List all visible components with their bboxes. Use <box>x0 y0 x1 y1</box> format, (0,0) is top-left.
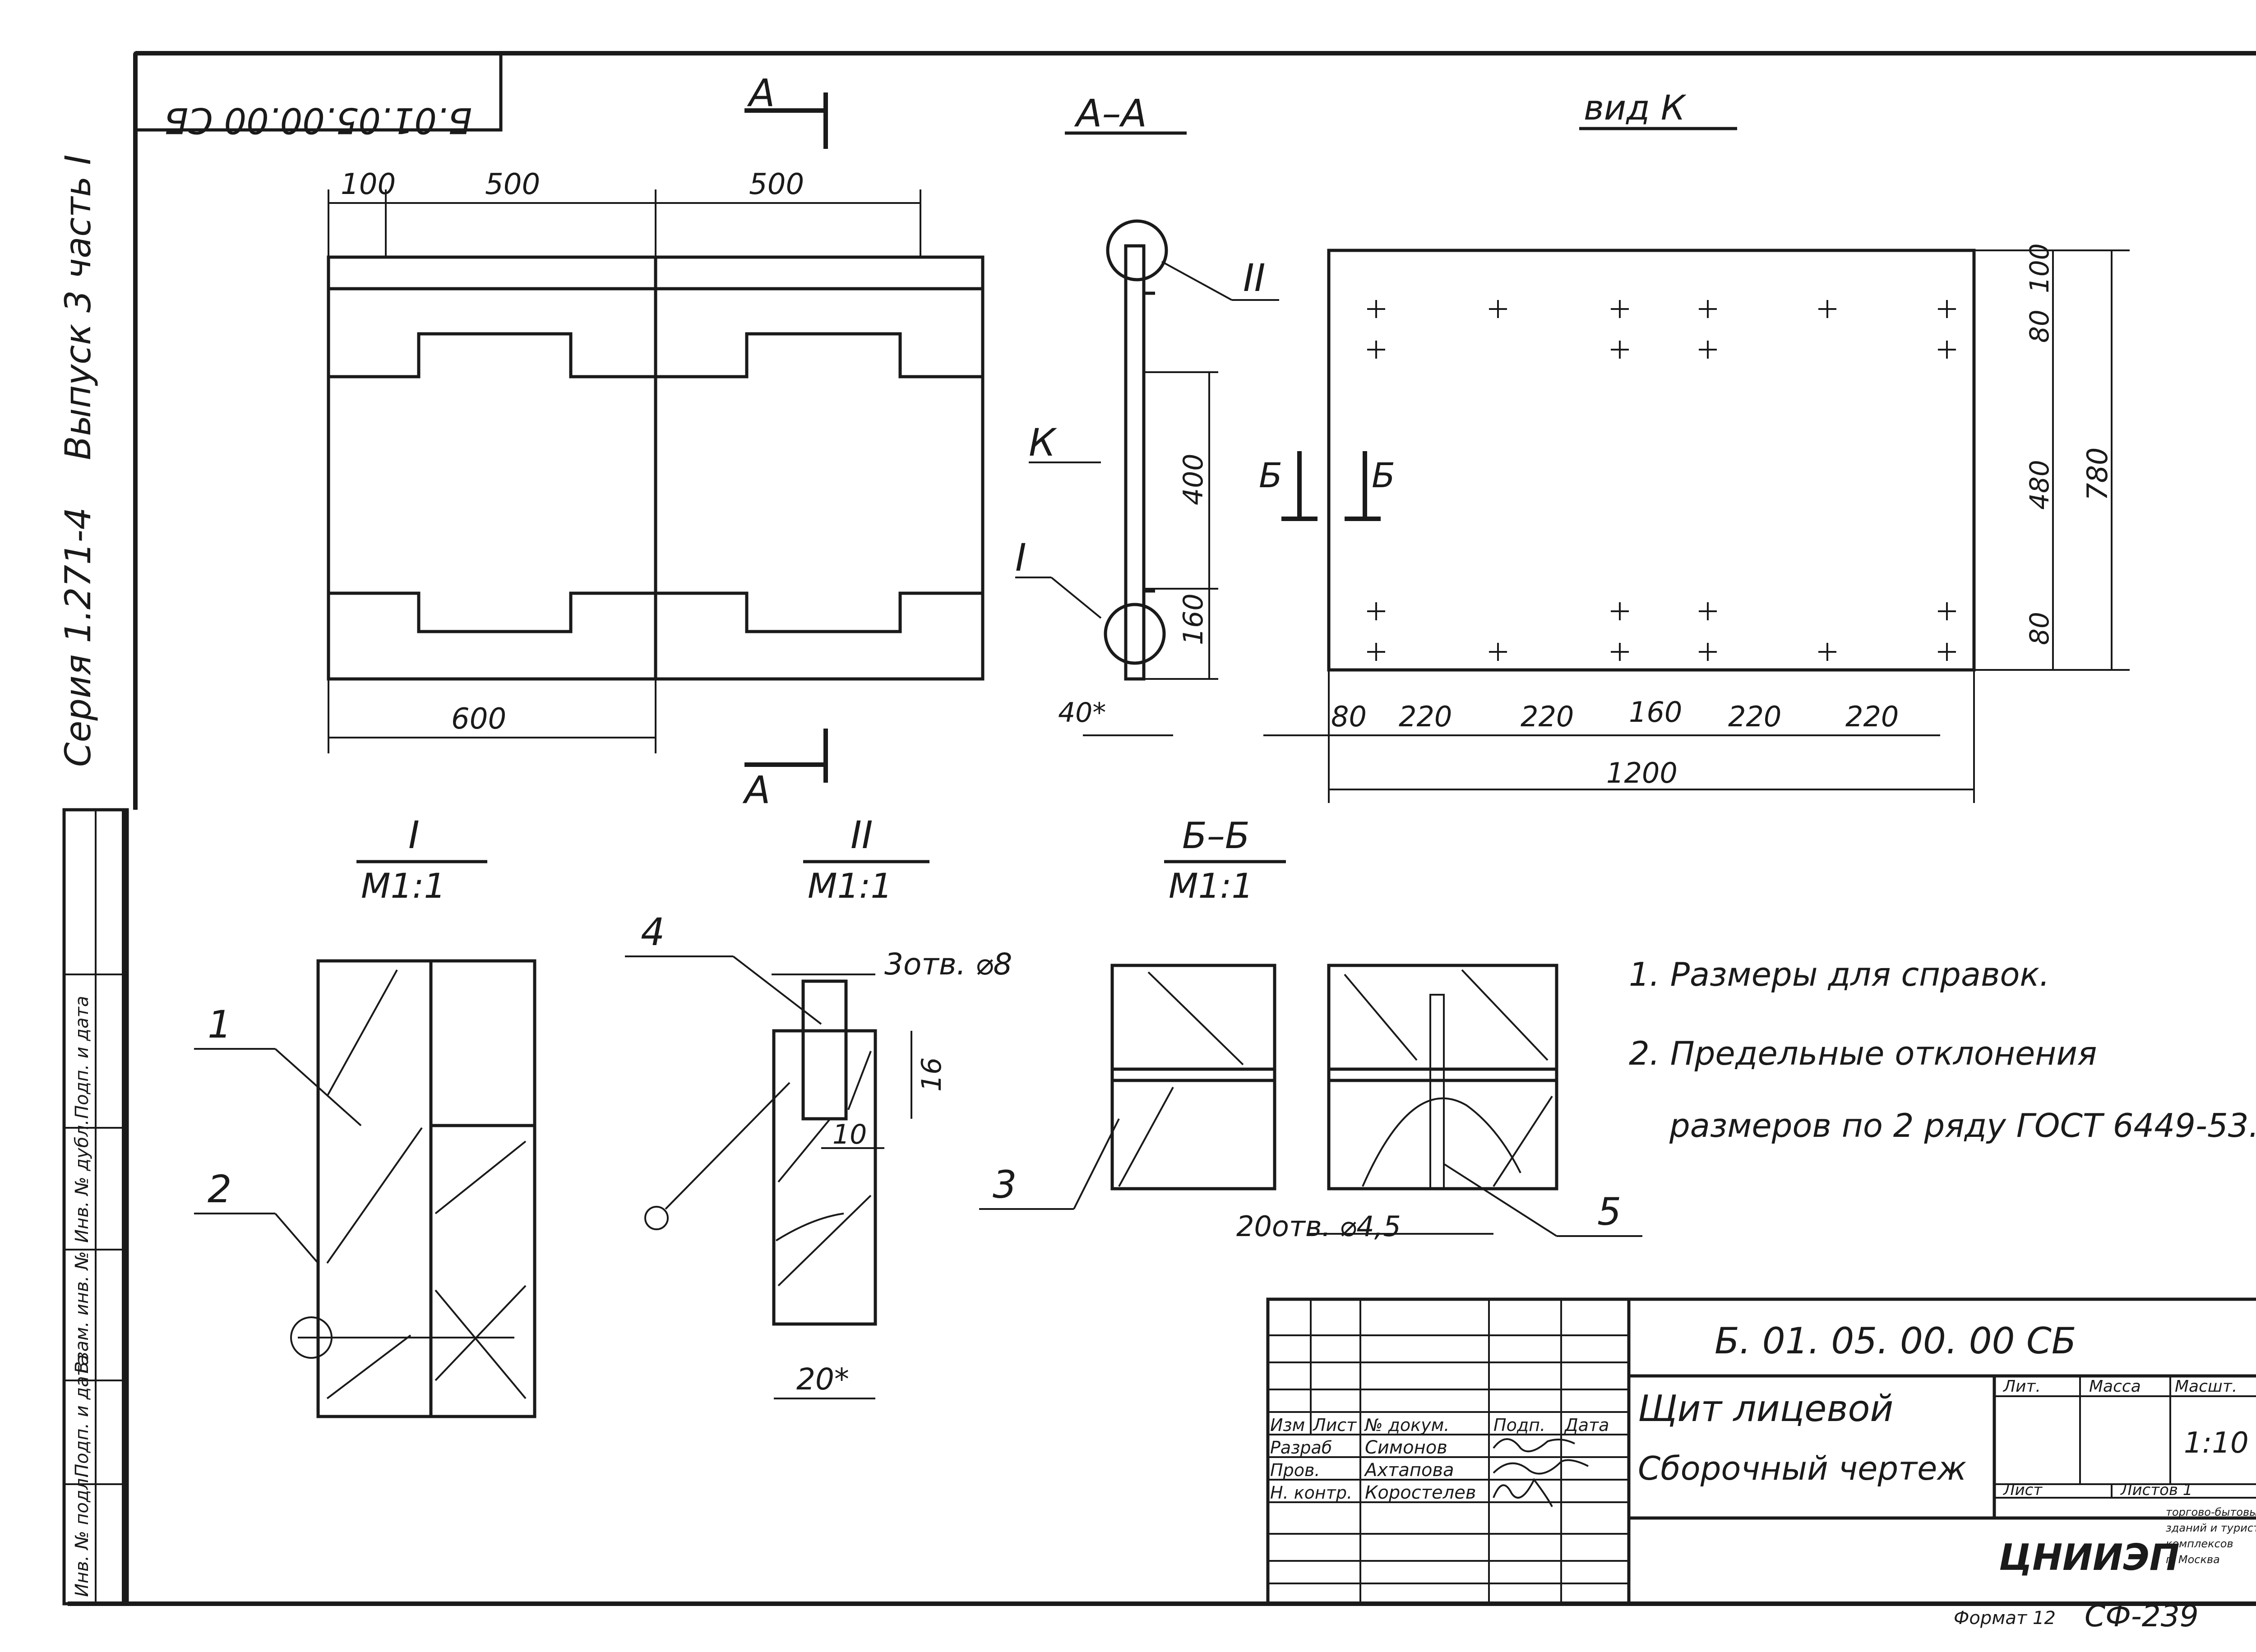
dim-500b: 500 <box>749 168 804 201</box>
note-2: 2. Предельные отклонения <box>1629 1034 2097 1072</box>
detail-bb: Б–Б М1:1 20отв. ⌀4,5 3 5 <box>979 815 1642 1243</box>
section-a-top: А <box>747 71 775 115</box>
callout-3: 3 <box>993 1163 1017 1207</box>
col-podp: Подп. <box>1493 1415 1545 1435</box>
dim-160: 160 <box>1178 593 1209 645</box>
dim-k-80-top: 80 <box>2024 309 2055 343</box>
name-line-2: Сборочный чертеж <box>1638 1449 1966 1487</box>
dim-780: 780 <box>2081 448 2114 501</box>
role-nkontr: Н. контр. <box>1270 1483 1352 1503</box>
dim-400: 400 <box>1178 453 1209 505</box>
sheets-label: Листов 1 <box>2120 1481 2192 1499</box>
detail-i-scale: М1:1 <box>361 866 446 906</box>
view-k: вид К Б Б 80 220 220 160 220 220 1200 <box>1259 88 2130 803</box>
person-3: Коростелев <box>1365 1482 1476 1503</box>
format-label: Формат 12 <box>1954 1608 2056 1629</box>
stamp-podp-1: Подп. и дата <box>72 1355 92 1477</box>
mass-label: Масса <box>2089 1377 2141 1396</box>
dim-20: 20* <box>796 1362 849 1397</box>
detail-i-title: I <box>408 813 420 857</box>
dim-k-100: 100 <box>2024 243 2055 293</box>
dim-k-220c: 220 <box>1728 700 1781 733</box>
org-line-2: зданий и туристских <box>2166 1522 2256 1534</box>
dim-100: 100 <box>341 168 396 201</box>
org-line-1: торгово-бытовых <box>2166 1506 2256 1518</box>
scale-value: 1:10 <box>2184 1426 2249 1460</box>
signature-3 <box>1493 1478 1553 1507</box>
col-list: Лист <box>1312 1415 1357 1435</box>
detail-ii: II М1:1 3отв. ⌀8 16 10 20* 4 <box>625 813 1012 1399</box>
dim-16: 16 <box>916 1057 948 1092</box>
left-stamp: Инв. № подл. Подп. и дата Взам. инв. № И… <box>64 974 127 1597</box>
stamp-inv-podl: Инв. № подл. <box>72 1472 92 1597</box>
person-2: Ахтапова <box>1364 1460 1454 1481</box>
callout-4: 4 <box>641 910 665 954</box>
title-aa: А–А <box>1074 91 1147 135</box>
col-izm: Изм <box>1270 1415 1305 1435</box>
series-label: Серия 1.271-4 <box>58 508 99 767</box>
dim-k-480: 480 <box>2024 460 2055 510</box>
stamp-podp-2: Подп. и дата <box>72 996 92 1119</box>
dim-k-220a: 220 <box>1399 700 1452 733</box>
dim-k-80: 80 <box>1331 700 1367 733</box>
notes: 1. Размеры для справок. 2. Предельные от… <box>1629 955 2256 1144</box>
doc-code-rotated: Б.01.05.00.00 СБ <box>164 100 472 140</box>
dim-k-220d: 220 <box>1845 700 1899 733</box>
stamp-vzam: Взам. инв. № <box>72 1251 92 1374</box>
main-view: 100 500 500 600 А А <box>327 71 985 812</box>
detail-bb-title: Б–Б <box>1182 815 1250 857</box>
col-doc: № докум. <box>1364 1415 1449 1435</box>
dim-k-160: 160 <box>1629 696 1682 729</box>
dim-10: 10 <box>832 1119 867 1150</box>
col-date: Дата <box>1564 1415 1609 1435</box>
role-razrab: Разраб <box>1270 1438 1332 1458</box>
label-i: I <box>1015 535 1026 580</box>
scale-label: Масшт. <box>2175 1377 2237 1396</box>
detail-i: I М1:1 1 2 <box>194 813 536 1418</box>
holes-3: 3отв. ⌀8 <box>884 947 1012 982</box>
name-line-1: Щит лицевой <box>1638 1388 1893 1430</box>
person-1: Симонов <box>1365 1437 1447 1458</box>
role-prov: Пров. <box>1270 1460 1320 1480</box>
signature-1 <box>1493 1438 1575 1453</box>
section-aa: А–А 400 160 К II I 40* <box>1015 91 1279 736</box>
stamp-dubl: Инв. № дубл. <box>72 1119 92 1243</box>
dim-k-80-bottom: 80 <box>2024 612 2055 645</box>
dim-1200: 1200 <box>1606 757 1678 789</box>
detail-ii-title: II <box>851 813 873 857</box>
org-line-4: г. Москва <box>2166 1553 2220 1566</box>
dim-k-220b: 220 <box>1521 700 1574 733</box>
lit-label: Лит. <box>2002 1377 2041 1396</box>
designation: Б. 01. 05. 00. 00 СБ <box>1715 1320 2076 1362</box>
sheet-frame <box>62 51 2256 1606</box>
section-b-left: Б <box>1259 455 1282 495</box>
callout-1: 1 <box>208 1002 231 1047</box>
title-block: Изм Лист № докум. Подп. Дата Разраб Пров… <box>1266 1297 2256 1634</box>
hole-marks <box>1367 300 1956 661</box>
signature-2 <box>1493 1459 1589 1475</box>
dim-600: 600 <box>451 702 506 736</box>
detail-ii-scale: М1:1 <box>808 866 892 906</box>
dim-40: 40* <box>1058 697 1106 729</box>
section-a-bottom: А <box>742 768 770 812</box>
dim-500a: 500 <box>485 168 540 201</box>
note-2b: размеров по 2 ряду ГОСТ 6449-53. <box>1669 1107 2256 1144</box>
sheet-code: СФ-239 <box>2085 1599 2199 1634</box>
label-k: К <box>1029 420 1057 465</box>
callout-2: 2 <box>208 1167 231 1211</box>
org-line-3: комплексов <box>2166 1537 2233 1550</box>
label-ii: II <box>1243 256 1266 300</box>
sheet-label: Лист <box>2002 1481 2043 1499</box>
issue-label: Выпуск 3 часть I <box>58 155 99 460</box>
holes-20: 20отв. ⌀4,5 <box>1236 1210 1401 1243</box>
callout-5: 5 <box>1597 1190 1621 1234</box>
section-b-right: Б <box>1372 455 1395 495</box>
org-logo: ЦНИИЭП <box>1999 1537 2180 1578</box>
note-1: 1. Размеры для справок. <box>1629 955 2050 993</box>
detail-bb-scale: М1:1 <box>1169 866 1253 906</box>
title-view-k: вид К <box>1584 88 1687 128</box>
rotated-code-box: Б.01.05.00.00 СБ <box>134 51 503 140</box>
